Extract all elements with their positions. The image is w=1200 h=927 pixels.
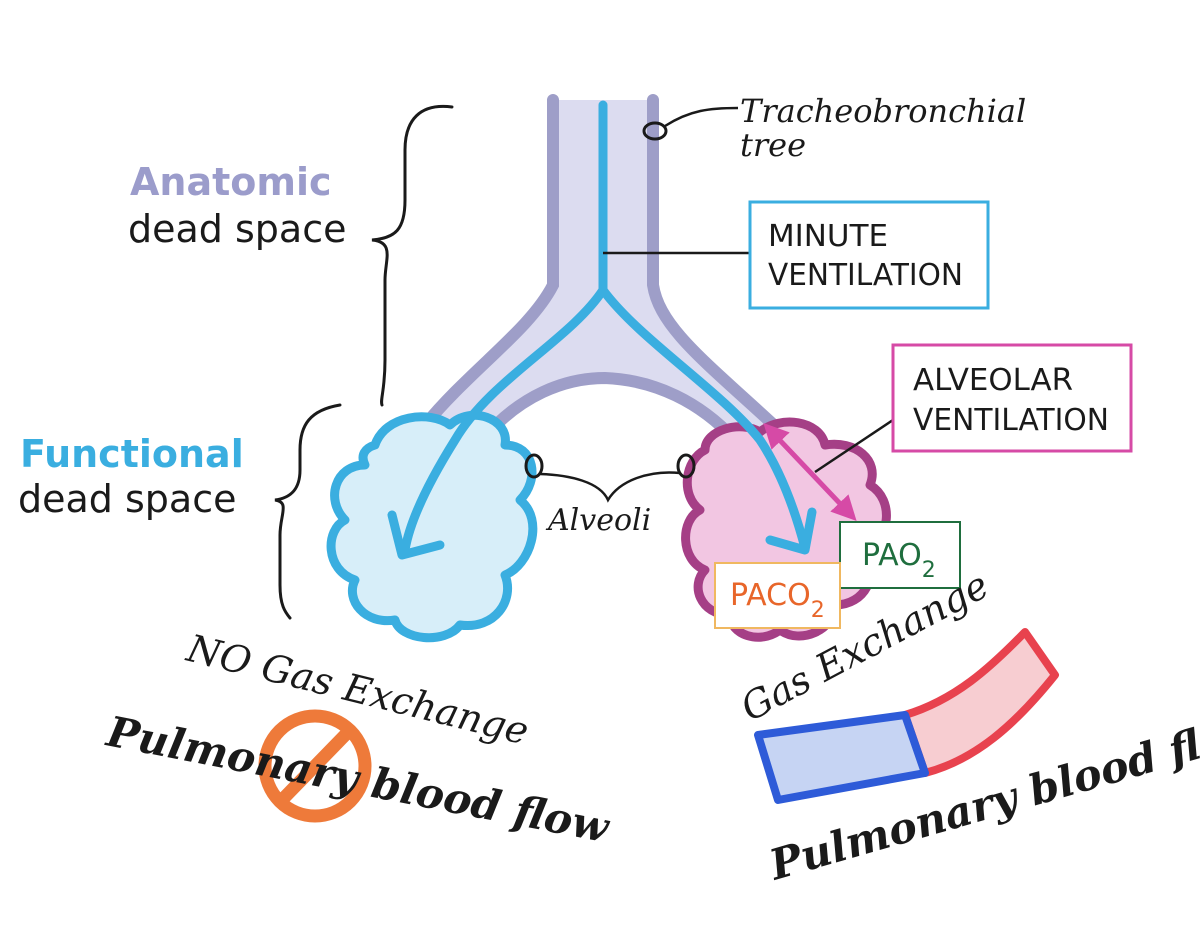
no-flow-symbol [258,709,372,823]
left-alveolus-cloud [326,410,538,643]
paco2-main: PACO [730,578,811,613]
pao2-subscript: 2 [922,558,936,583]
no-flow-circle [258,709,372,823]
alveoli-pointer-right [676,453,696,479]
pao2-label: PAO2 [862,538,936,583]
minute-ventilation-box [748,200,990,310]
tree-leader-line [664,106,739,128]
airflow-right-arrowhead [765,507,817,555]
minute-ventilation-line2: VENTILATION [768,258,963,293]
pulmonary-blood-flow-left-label: Pulmonary blood flow [102,707,614,853]
airflow-left-branch [400,285,608,555]
paco2-box [714,562,841,629]
vessel-deoxygenated-segment [754,711,929,804]
trachea-wall-right [647,94,796,446]
alveolar-ventilation-line1: ALVEOLAR [913,363,1073,398]
left-alveolus [326,410,538,643]
minute-ventilation-line1: MINUTE [768,219,888,254]
vessel-oxygenated-segment [901,628,1059,777]
bronchial-carina [476,371,741,446]
no-flow-slash [275,725,355,807]
alveolar-ventilation-box [891,343,1133,453]
alveoli-leader-lines [539,471,681,503]
functional-brace [274,403,342,620]
airflow-left-arrowhead [387,510,445,560]
trachea-wall-left [419,94,559,431]
pao2-box [839,521,961,589]
paco2-subscript: 2 [811,598,825,623]
paco2-label: PACO2 [730,578,825,623]
anatomic-label: Anatomic [130,160,332,204]
functional-dead-space-label: dead space [18,477,236,521]
tree-pointer-ring [642,121,668,141]
anatomic-dead-space-label: dead space [128,207,346,251]
anatomic-brace [371,104,454,407]
tracheobronchial-label-line2: tree [740,126,806,164]
functional-label: Functional [20,432,244,476]
alveoli-label: Alveoli [545,503,651,538]
pao2-main: PAO [862,538,922,573]
pulmonary-vessel [754,628,1059,804]
alveolar-ventilation-line2: VENTILATION [913,403,1109,438]
alveoli-pointer-left [524,453,544,479]
alveolar-ventilation-arrow [763,422,857,522]
tracheobronchial-label-line1: Tracheobronchial [740,92,1026,130]
